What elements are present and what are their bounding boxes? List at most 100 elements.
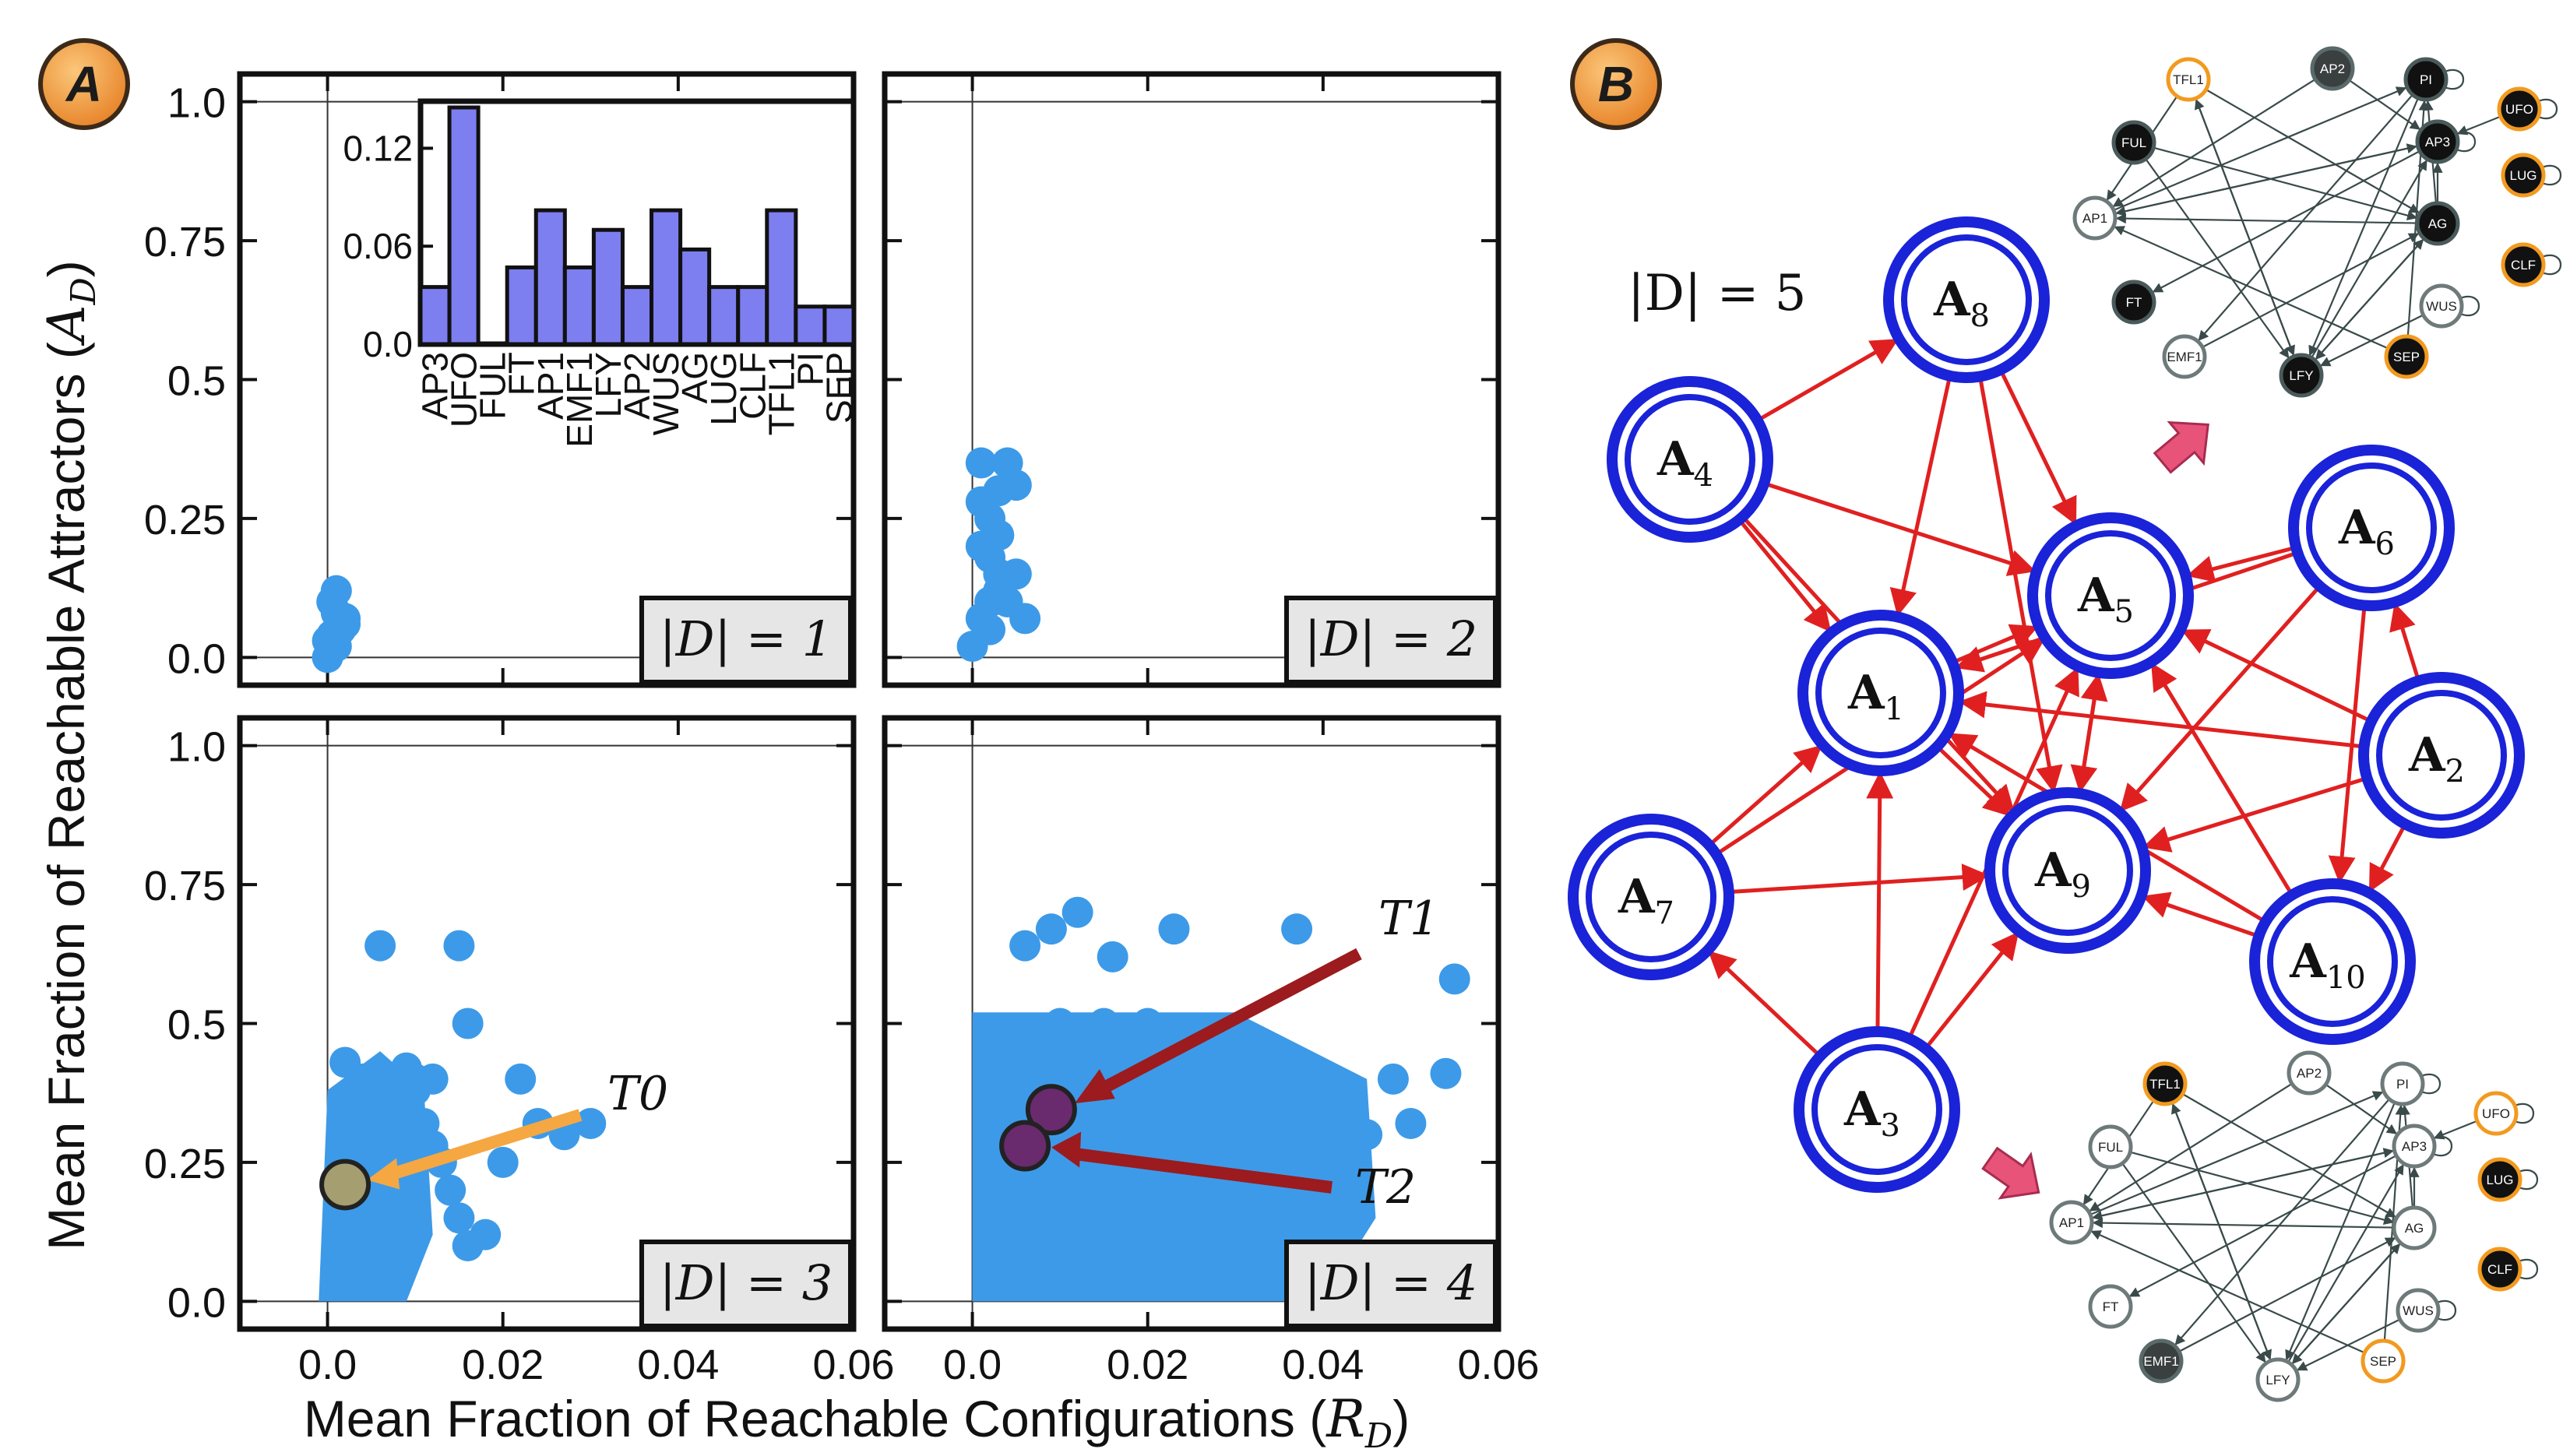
gene-edge	[2178, 1237, 2396, 1352]
svg-text:Mean Fraction of Reachable Con: Mean Fraction of Reachable Configuration…	[304, 1389, 1410, 1456]
inset-bar	[562, 265, 596, 346]
edge-A7-A1	[1708, 744, 1822, 847]
gene-edge	[2115, 213, 2418, 224]
gene-node-TFL1: TFL1	[2142, 1061, 2188, 1106]
data-point	[1088, 1008, 1120, 1039]
gene-node-PI: PI	[2403, 57, 2464, 102]
inset-histogram: AP3UFOFULFTAP1EMF1LFYAP2WUSAGLUGCLFTFL1P…	[343, 98, 859, 448]
pink-arrow-bottom	[1981, 1146, 2040, 1200]
data-point	[470, 1219, 502, 1250]
gene-node-label: WUS	[2403, 1303, 2434, 1318]
self-loop	[2444, 69, 2464, 90]
inset-category-label: AP2	[617, 352, 657, 420]
edge-A6-A10	[2328, 605, 2367, 884]
gene-node-circle	[2361, 1338, 2406, 1384]
data-point	[1158, 913, 1190, 945]
edge-A4-A1	[1737, 518, 1832, 633]
gene-node-label: EMF1	[2167, 350, 2202, 364]
y-tick-label: 0.0	[167, 1279, 226, 1326]
gene-node-label: FUL	[2098, 1140, 2123, 1155]
gene-edge	[2113, 86, 2407, 211]
gene-node-AG: AG	[2392, 1205, 2437, 1250]
edge-A4-A5	[1763, 481, 2037, 576]
inset-bar	[707, 285, 741, 346]
gene-node-FUL: FUL	[2088, 1124, 2133, 1169]
gene-node-circle	[2166, 57, 2211, 102]
gene-node-circle	[2287, 1050, 2332, 1096]
data-point	[400, 1063, 431, 1095]
node-A2: A2	[2358, 672, 2525, 839]
gene-node-label: PI	[2420, 72, 2432, 87]
gene-node-LFY: LFY	[2279, 353, 2324, 398]
gene-node-LUG: LUG	[2501, 153, 2561, 198]
y-tick-label: 1.0	[167, 724, 226, 771]
inset-category-label: LUG	[703, 352, 744, 426]
gene-edge	[2089, 1091, 2384, 1215]
data-point	[364, 930, 396, 962]
gene-edge	[2311, 160, 2427, 359]
subplot-label: |D| = 3	[639, 1240, 853, 1328]
gene-edge	[2171, 1103, 2272, 1362]
inset-category-label: SEP	[819, 352, 859, 424]
arrowhead-t1	[1074, 1069, 1115, 1104]
gene-edge	[2114, 143, 2417, 215]
node-inner-ring	[2002, 805, 2133, 936]
gene-node-circle	[2139, 1338, 2184, 1384]
inset-category-label: AP3	[415, 352, 456, 420]
inset-category-label: EMF1	[559, 352, 600, 448]
gene-node-FUL: FUL	[2111, 120, 2156, 165]
gene-node-LUG: LUG	[2477, 1157, 2538, 1202]
gene-node-label: TFL1	[2173, 72, 2204, 87]
x-tick-label: 0.02	[1107, 1342, 1188, 1388]
marker-dot-t0	[319, 1159, 371, 1211]
gene-node-label: CLF	[2487, 1262, 2512, 1277]
panel-a-badge: A	[38, 38, 130, 130]
y-tick-label: 0.75	[144, 863, 226, 909]
node-A1: A1	[1797, 610, 1964, 776]
inset-bar	[794, 304, 827, 346]
gene-node-AP3: AP3	[2415, 119, 2476, 164]
y-axis-label-sym: A	[37, 305, 97, 347]
subplot-label: |D| = 1	[639, 596, 853, 684]
data-point	[1246, 1091, 1278, 1123]
data-point	[1132, 1008, 1164, 1039]
gene-node-LFY: LFY	[2255, 1357, 2301, 1402]
data-point	[364, 1119, 396, 1151]
gene-node-TFL1: TFL1	[2166, 57, 2211, 102]
gene-edge	[2089, 1082, 2293, 1212]
marker-t0: T0	[319, 1067, 668, 1211]
node-A3: A3	[1794, 1026, 1960, 1193]
gene-edge	[2114, 226, 2389, 350]
node-inner-ring	[2267, 896, 2398, 1027]
gene-node-AP1: AP1	[2049, 1200, 2094, 1245]
subplot-label-box	[1284, 596, 1498, 684]
self-loop	[2436, 1299, 2456, 1321]
gene-edge	[2202, 233, 2420, 348]
gene-node-label: FT	[2126, 295, 2142, 310]
y-axis-label-text: Mean Fraction of Reachable Attractors (	[37, 342, 95, 1250]
data-point	[325, 614, 357, 645]
arrowhead-t0	[367, 1158, 400, 1190]
node-label: A9	[2034, 843, 2091, 905]
x-axis-label-sub: D	[1364, 1416, 1392, 1456]
gene-node-circle	[2384, 334, 2429, 379]
data-point	[320, 1257, 352, 1289]
gene-node-WUS: WUS	[2419, 283, 2480, 329]
node-A6: A6	[2288, 445, 2455, 611]
self-loop	[2537, 98, 2558, 120]
gene-node-circle	[2501, 153, 2546, 198]
data-point	[1000, 470, 1032, 501]
gene-edge	[2145, 158, 2290, 359]
y-axis-label: Mean Fraction of Reachable Attractors (A…	[37, 260, 104, 1250]
svg-text:Mean Fraction of Reachable Att: Mean Fraction of Reachable Attractors (A…	[37, 260, 104, 1250]
inset-category-label: UFO	[444, 352, 484, 427]
gene-node-circle	[2279, 353, 2324, 398]
subplot-label: |D| = 2	[1284, 596, 1498, 684]
inset-bar	[620, 285, 654, 346]
gene-node-circle	[2392, 1205, 2437, 1250]
gene-node-AP2: AP2	[2310, 46, 2355, 91]
marker-label-t1: T1	[1378, 892, 1439, 946]
data-point	[1395, 1107, 1427, 1139]
